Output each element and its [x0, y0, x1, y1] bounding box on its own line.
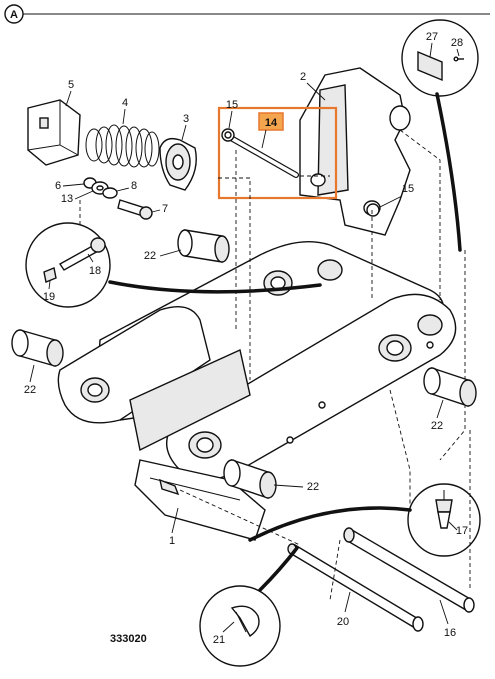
svg-text:16: 16	[444, 627, 456, 639]
svg-text:6: 6	[55, 180, 61, 192]
svg-text:21: 21	[213, 634, 225, 646]
pin-part-14-highlight: 14	[217, 106, 338, 200]
bushing-part-22-top: 22	[144, 229, 230, 263]
detail-circle-17: 17	[248, 483, 481, 557]
hardware-group: 6 13 8 7	[55, 177, 168, 220]
block-part-5: 5	[27, 79, 81, 166]
view-marker: A	[4, 4, 60, 24]
svg-text:3: 3	[183, 113, 189, 125]
svg-text:13: 13	[61, 193, 73, 205]
svg-text:7: 7	[162, 203, 168, 215]
svg-text:A: A	[10, 9, 18, 21]
cap-part-3: 3	[159, 113, 197, 191]
pin-part-20: 20	[287, 543, 424, 632]
main-frame-part-1	[57, 240, 457, 541]
bushing-part-22-bottom: 22	[223, 459, 319, 499]
svg-text:1: 1	[169, 535, 175, 547]
svg-text:22: 22	[307, 481, 319, 493]
label-part-2: 2	[300, 71, 326, 101]
svg-text:15: 15	[402, 183, 414, 195]
detail-circle-21: 21	[199, 546, 299, 667]
svg-text:5: 5	[68, 79, 74, 91]
bushing-part-22-left: 22	[11, 329, 64, 396]
circlip-part-15-upper: 15	[221, 99, 238, 142]
svg-text:4: 4	[122, 97, 128, 109]
svg-text:8: 8	[131, 180, 137, 192]
svg-text:15: 15	[226, 99, 238, 111]
detail-circle-18-19: 18 19	[25, 222, 322, 308]
svg-text:27: 27	[426, 31, 438, 43]
svg-text:20: 20	[337, 616, 349, 628]
frame-lines	[60, 13, 490, 461]
bracket-part-2	[299, 67, 411, 236]
svg-text:14: 14	[265, 117, 278, 129]
svg-text:19: 19	[43, 291, 55, 303]
pin-part-16: 16	[343, 527, 475, 639]
svg-text:22: 22	[24, 384, 36, 396]
detail-circle-27-28: 27 28	[401, 19, 479, 252]
svg-text:22: 22	[431, 420, 443, 432]
svg-text:28: 28	[451, 37, 463, 49]
svg-text:18: 18	[89, 265, 101, 277]
label-part-1: 1	[169, 507, 179, 547]
assembly-dashed-lines	[179, 129, 471, 601]
svg-text:22: 22	[144, 250, 156, 262]
drawing-number: 333020	[110, 633, 147, 645]
bushing-part-22-right: 22	[423, 367, 477, 432]
svg-text:17: 17	[456, 525, 468, 537]
svg-text:2: 2	[300, 71, 306, 83]
spring-part-4: 4	[85, 97, 160, 168]
circlip-part-15-right: 15	[366, 183, 414, 217]
